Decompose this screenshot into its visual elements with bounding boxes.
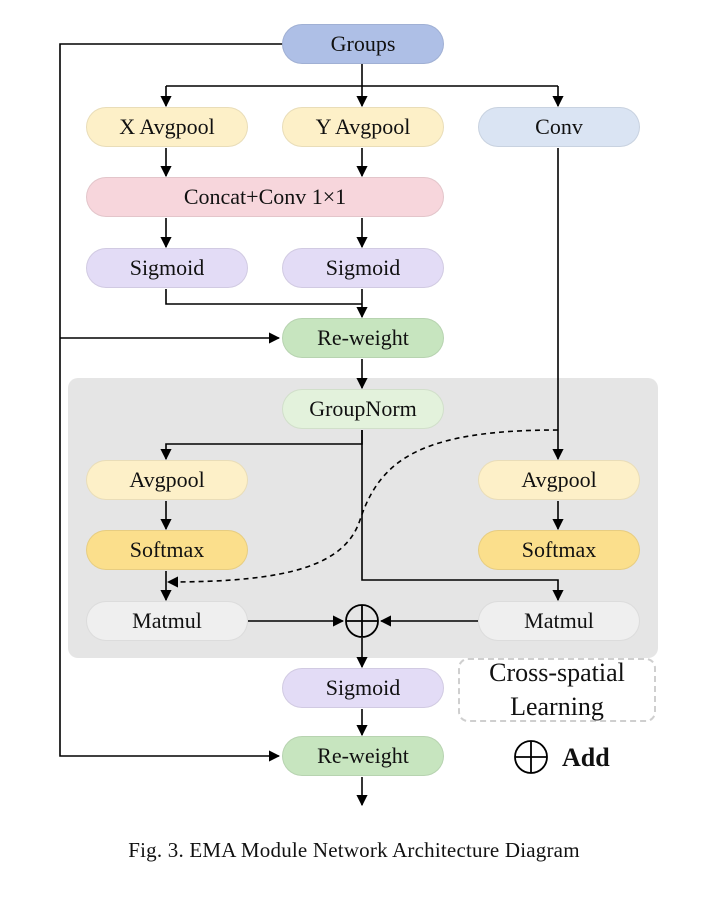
connector-sigmoid-left-merge xyxy=(165,289,362,305)
legend-add-label: Add xyxy=(562,743,610,772)
node-concat-conv: Concat+Conv 1×1 xyxy=(86,177,444,217)
legend-cross-spatial: Cross-spatial Learning xyxy=(458,658,656,722)
legend-cross-spatial-label: Cross-spatial Learning xyxy=(489,658,625,721)
node-sigmoid-left: Sigmoid xyxy=(86,248,248,288)
node-sigmoid-right: Sigmoid xyxy=(282,248,444,288)
node-conv: Conv xyxy=(478,107,640,147)
node-softmax-left: Softmax xyxy=(86,530,248,570)
node-x-avgpool: X Avgpool xyxy=(86,107,248,147)
connector-dashed-cross xyxy=(166,429,559,588)
add-operator xyxy=(345,604,379,638)
node-sigmoid-bottom: Sigmoid xyxy=(282,668,444,708)
node-matmul-right: Matmul xyxy=(478,601,640,641)
node-avgpool-left: Avgpool xyxy=(86,460,248,500)
figure-caption: Fig. 3. EMA Module Network Architecture … xyxy=(128,838,580,862)
node-reweight-1: Re-weight xyxy=(282,318,444,358)
node-groupnorm: GroupNorm xyxy=(282,389,444,429)
node-softmax-right: Softmax xyxy=(478,530,640,570)
node-y-avgpool: Y Avgpool xyxy=(282,107,444,147)
node-avgpool-right: Avgpool xyxy=(478,460,640,500)
cross-spatial-region xyxy=(68,378,658,658)
node-groups: Groups xyxy=(282,24,444,64)
node-reweight-2: Re-weight xyxy=(282,736,444,776)
connector-groups-skip xyxy=(59,43,284,762)
node-matmul-left: Matmul xyxy=(86,601,248,641)
legend-add-icon xyxy=(514,740,548,774)
connector-groupnorm-matmul-right xyxy=(361,430,564,602)
